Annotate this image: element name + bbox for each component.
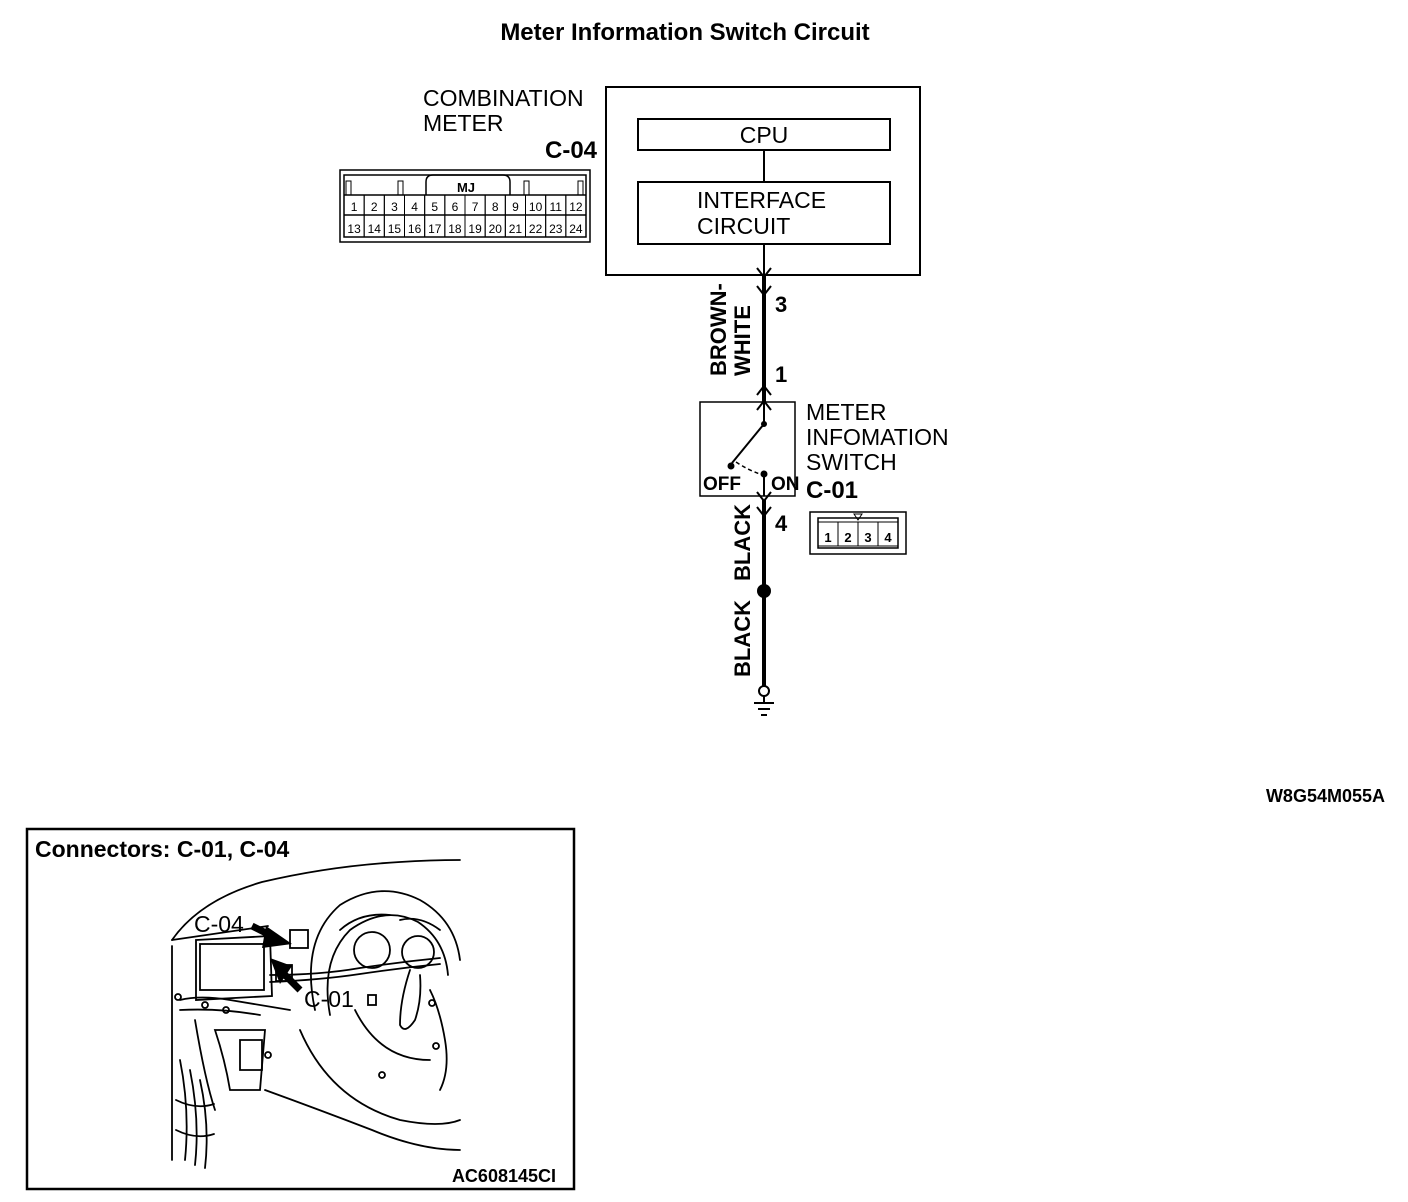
c04-pin-13: 13 — [347, 222, 361, 236]
c04-pin-8: 8 — [492, 200, 499, 214]
c04-pin-15: 15 — [388, 222, 402, 236]
connector-mark-pin1 — [756, 384, 772, 396]
inset-label-c01: C-01 — [304, 986, 354, 1012]
switch-blade — [731, 423, 765, 464]
pin-number-1: 1 — [775, 362, 787, 387]
ground-icon — [754, 685, 774, 716]
c04-pin-7: 7 — [472, 200, 479, 214]
c04-pin-9: 9 — [512, 200, 519, 214]
wire-color-black-upper: BLACK — [730, 504, 755, 581]
wire-color-black-lower: BLACK — [730, 600, 755, 677]
c04-connector-tag: MJ — [457, 180, 475, 195]
pin-number-4: 4 — [775, 511, 788, 536]
c04-pin-12: 12 — [569, 200, 583, 214]
switch-name-line2: INFOMATION — [806, 424, 949, 450]
switch-on-label: ON — [771, 474, 800, 495]
combination-meter-label-line2: METER — [423, 110, 504, 136]
c04-pin-23: 23 — [549, 222, 563, 236]
connector-location-inset — [25, 827, 576, 1191]
c04-pin-2: 2 — [371, 200, 378, 214]
c01-pin-2: 2 — [844, 530, 851, 545]
c04-pin-24: 24 — [569, 222, 583, 236]
c04-pin-21: 21 — [509, 222, 523, 236]
c01-pin-4-cell — [877, 521, 899, 547]
switch-off-contact — [727, 462, 735, 470]
dashboard-illustration — [171, 859, 461, 1169]
switch-name-line3: SWITCH — [806, 449, 897, 475]
c04-pin-4: 4 — [411, 200, 418, 214]
c04-pin-5: 5 — [431, 200, 438, 214]
c04-pin-18: 18 — [448, 222, 462, 236]
c04-pin-17: 17 — [428, 222, 442, 236]
inset-figure-code: AC608145CI — [452, 1166, 556, 1186]
combination-meter-label-line1: COMBINATION — [423, 85, 584, 111]
c04-pin-19: 19 — [468, 222, 482, 236]
cpu-label: CPU — [740, 122, 789, 148]
c01-pointer-arrow-head — [270, 958, 292, 984]
page-title: Meter Information Switch Circuit — [500, 19, 869, 46]
c04-pin-16: 16 — [408, 222, 422, 236]
combination-meter-connector-id: C-04 — [545, 137, 598, 164]
switch-entry-mark — [756, 399, 772, 411]
c04-pin-20: 20 — [489, 222, 503, 236]
c01-pin-1: 1 — [824, 530, 831, 545]
switch-travel-arc — [735, 461, 761, 475]
c04-pin-6: 6 — [452, 200, 459, 214]
c04-pin-3: 3 — [391, 200, 398, 214]
c04-pin-24-cell — [565, 214, 587, 238]
inset-label-c04: C-04 — [194, 911, 244, 937]
c04-pin-1: 1 — [351, 200, 358, 214]
wire-color-brown: BROWN- — [706, 283, 731, 376]
pin-number-3: 3 — [775, 292, 787, 317]
meter-information-switch-box — [699, 401, 796, 497]
inset-title: Connectors: C-01, C-04 — [35, 836, 290, 862]
c01-pointer-arrow-shaft — [281, 971, 303, 993]
c01-pin-3: 3 — [864, 530, 871, 545]
switch-connector-id: C-01 — [806, 477, 858, 504]
wire-color-white: WHITE — [730, 305, 755, 376]
interface-circuit-label-line2: CIRCUIT — [697, 213, 790, 239]
c04-pin-14: 14 — [368, 222, 382, 236]
connector-mark-pin3 — [756, 267, 772, 279]
interface-circuit-label-line1: INTERFACE — [697, 187, 826, 213]
c04-pointer-arrow-head — [262, 926, 292, 948]
c01-pin-4: 4 — [884, 530, 892, 545]
switch-off-label: OFF — [703, 474, 741, 495]
figure-code: W8G54M055A — [1266, 786, 1385, 806]
c04-pin-22: 22 — [529, 222, 543, 236]
switch-name-line1: METER — [806, 399, 887, 425]
c04-pin-10: 10 — [529, 200, 543, 214]
connector-mark-pin3-lower — [756, 285, 772, 297]
c04-pin-11: 11 — [550, 200, 563, 214]
